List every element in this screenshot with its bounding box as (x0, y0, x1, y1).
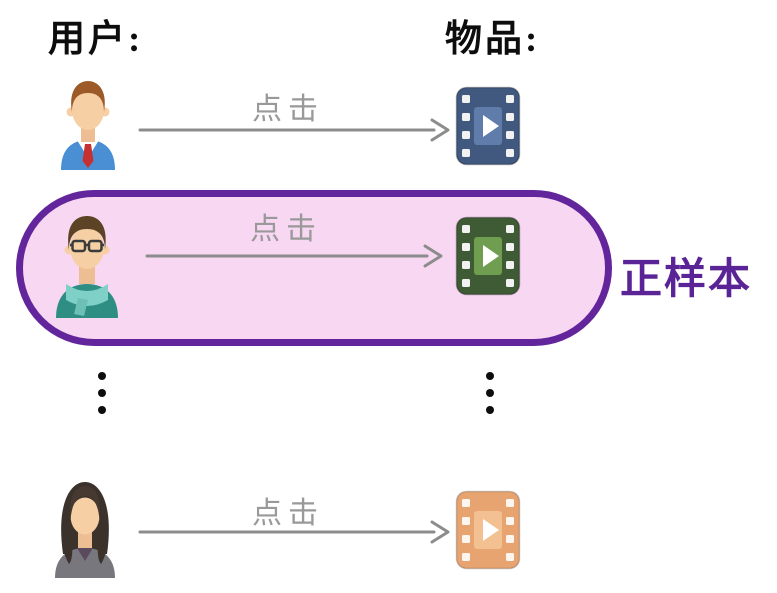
click-label: 点击 (252, 497, 324, 530)
arrow-right-icon (138, 118, 450, 142)
arrow-right-icon (138, 520, 450, 544)
user-avatar-woman-icon (55, 482, 115, 578)
video-item-icon (455, 216, 521, 296)
click-label: 点击 (252, 93, 324, 126)
user-avatar-man-with-glasses-icon (56, 216, 118, 318)
items-column-header: 物品: (445, 19, 541, 60)
arrow-right-icon (145, 244, 443, 268)
positive-sample-label: 正样本 (620, 257, 753, 303)
ellipsis-icon (98, 372, 106, 414)
video-item-icon (455, 490, 521, 570)
video-item-icon (455, 86, 521, 166)
ellipsis-icon (486, 372, 494, 414)
click-label: 点击 (250, 213, 322, 246)
user-avatar-businessman-icon (61, 81, 115, 170)
users-column-header: 用户: (48, 19, 144, 60)
